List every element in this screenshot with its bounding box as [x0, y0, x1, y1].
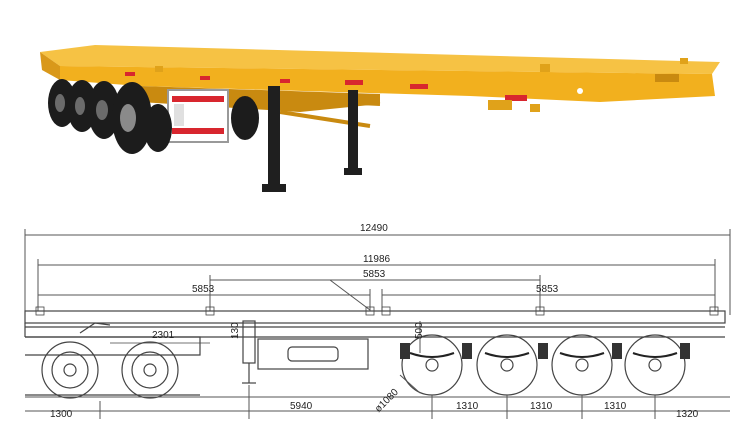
rear-wheels — [48, 79, 259, 154]
dim-left-span: 5853 — [192, 284, 215, 295]
trailer-front-face — [40, 52, 60, 80]
dim-middle-span: 5853 — [363, 269, 386, 280]
trailer-deck-side — [60, 66, 715, 102]
dim-spring-height: 500 — [414, 322, 425, 339]
dim-king-pin-height: 130 — [230, 322, 241, 339]
deck-outline — [24, 310, 726, 324]
dim-leg-to-axle: 5940 — [290, 401, 313, 412]
side-reflectors — [125, 72, 527, 101]
dim-coupling-offset: 2301 — [152, 330, 175, 341]
trailer-photo — [40, 45, 720, 192]
dim-right-span: 5853 — [536, 284, 559, 295]
dim-front-overhang: 1300 — [50, 409, 73, 420]
dim-axle-spacing-3: 1310 — [604, 401, 627, 412]
dim-rear-overhang: 1320 — [676, 409, 699, 420]
trailer-axles — [400, 334, 690, 396]
tractor-wheels — [41, 341, 179, 399]
tool-box — [257, 338, 369, 370]
twist-locks — [155, 58, 688, 72]
dim-deck-length: 11986 — [363, 254, 391, 265]
dim-axle-spacing-2: 1310 — [530, 401, 553, 412]
landing-legs — [262, 86, 362, 192]
dim-overall-length: 12490 — [360, 223, 388, 234]
dim-axle-spacing-1: 1310 — [456, 401, 479, 412]
side-guard — [167, 89, 229, 143]
trailer-technical-drawing: 12490 11986 5853 5853 5853 2301 130 500 … — [24, 223, 731, 420]
